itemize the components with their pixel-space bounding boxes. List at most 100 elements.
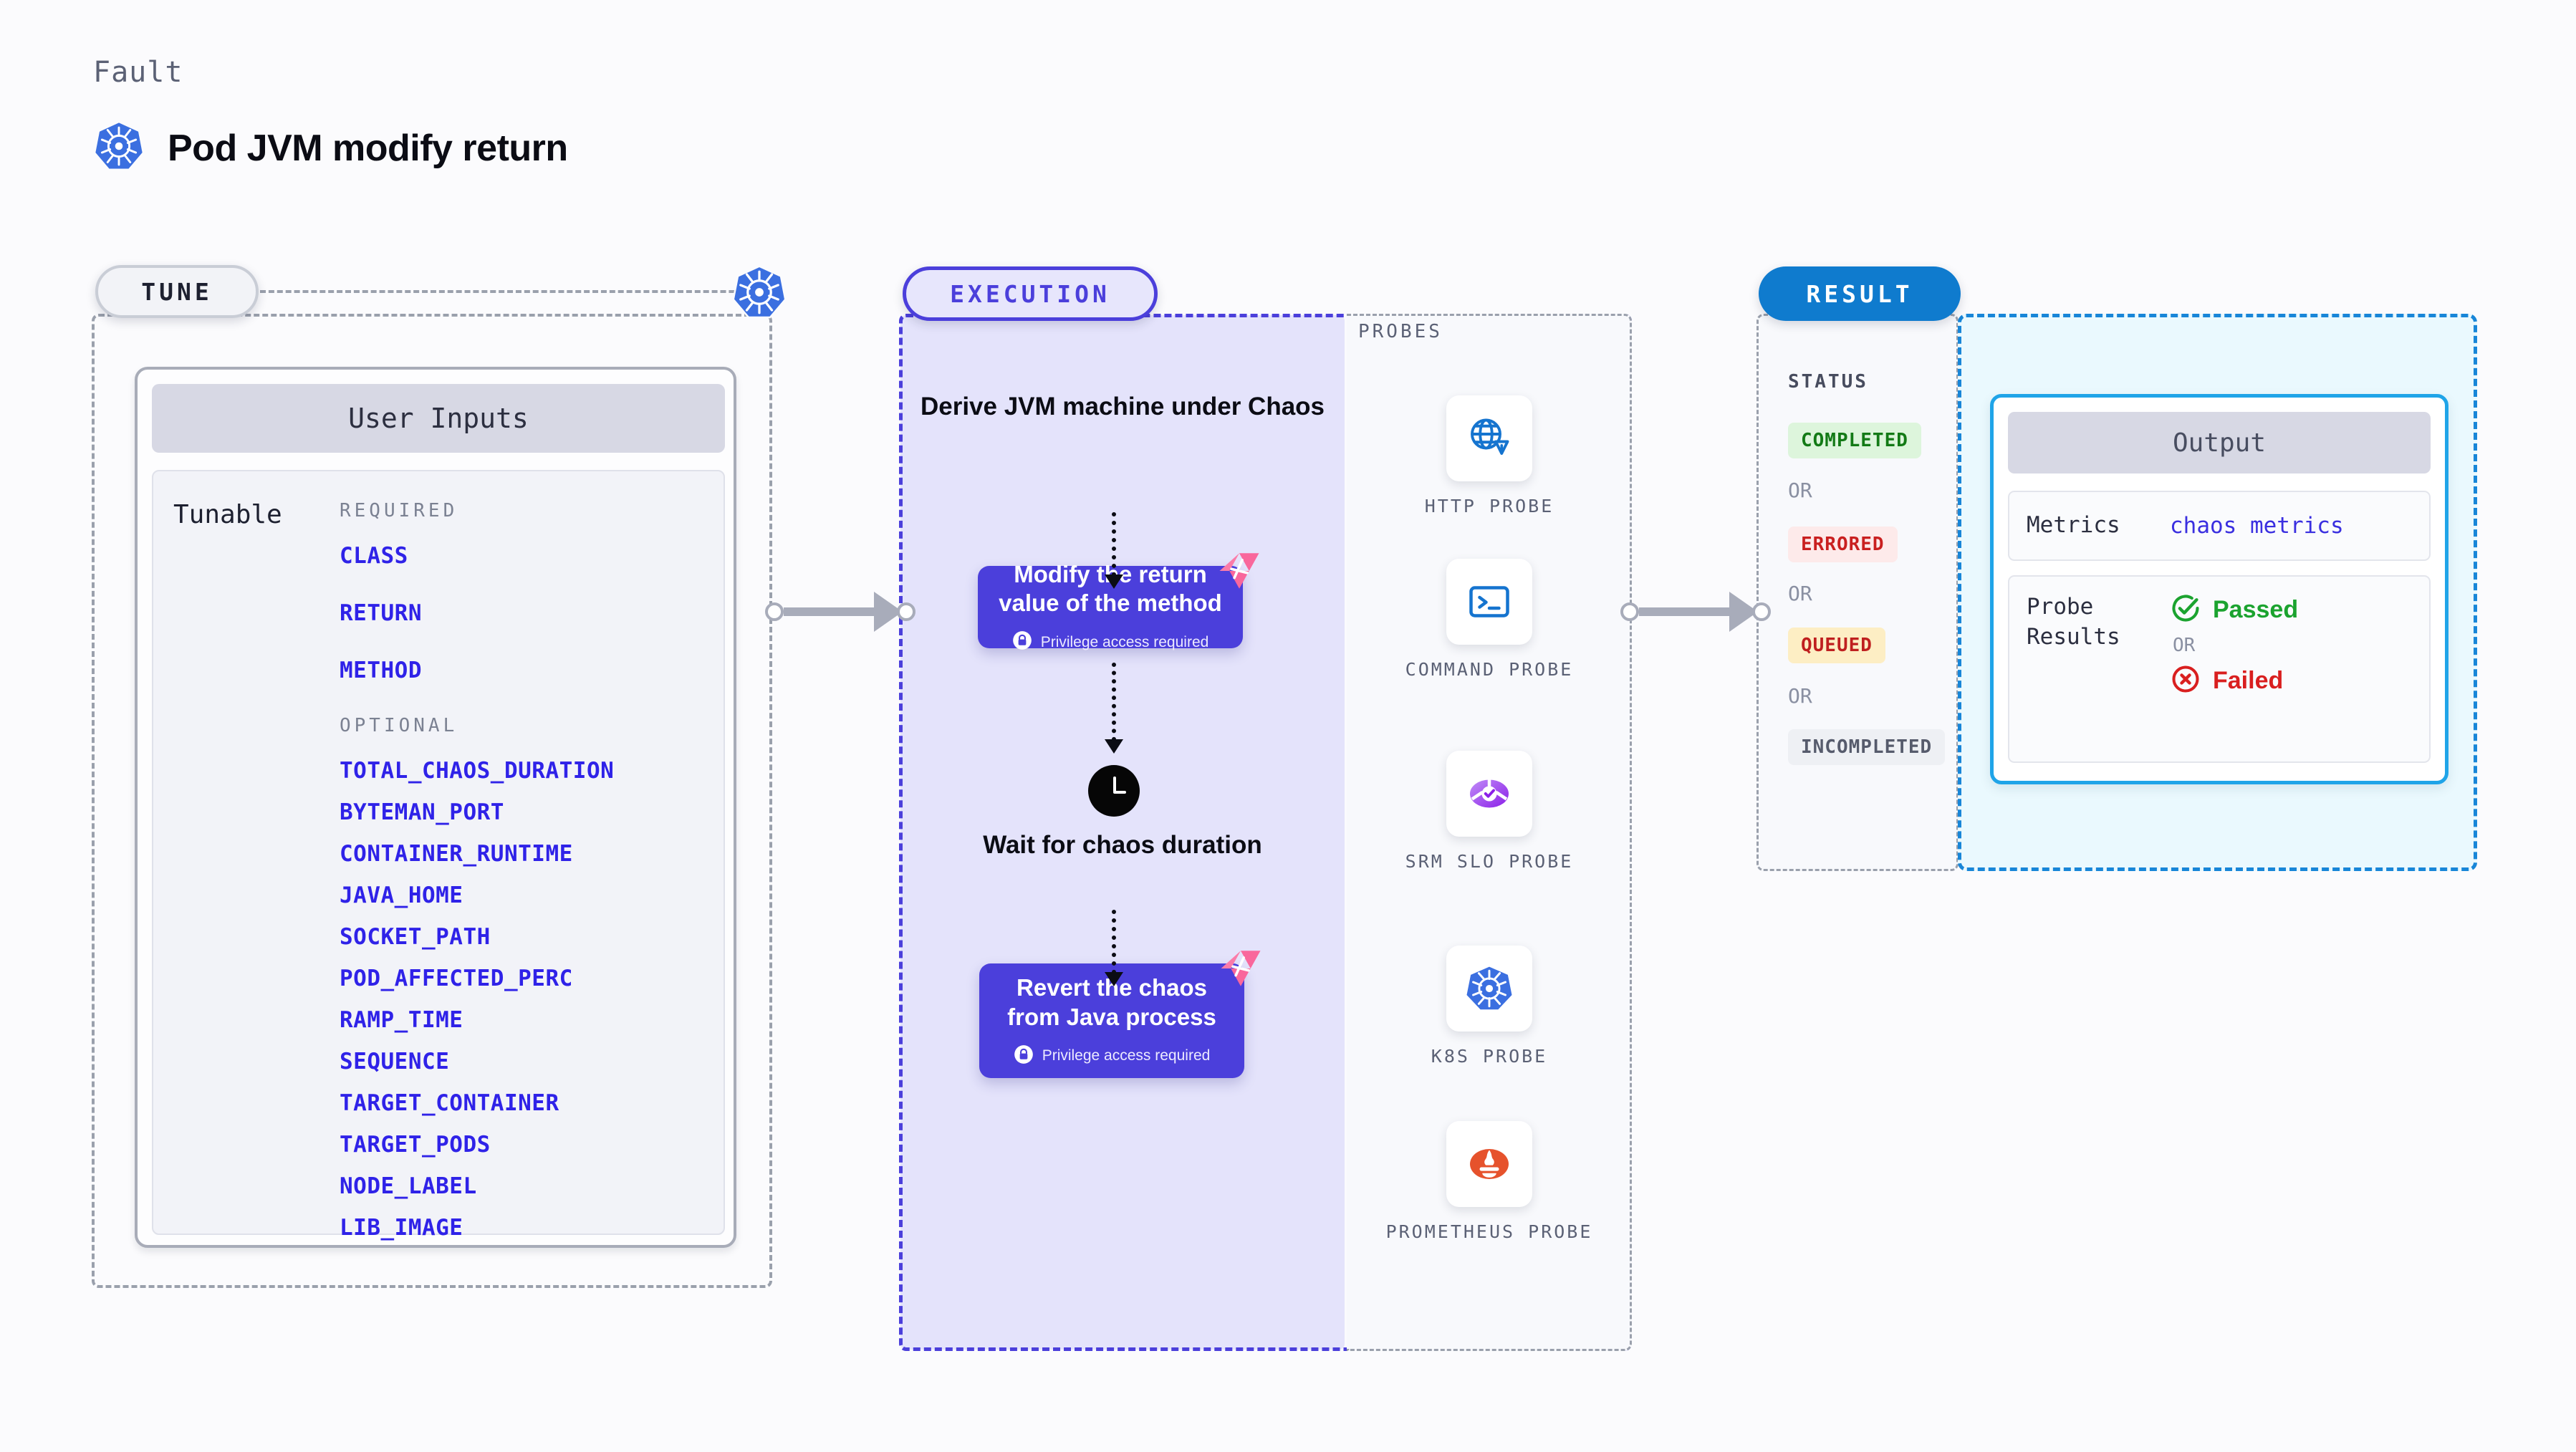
kubernetes-icon xyxy=(731,264,788,321)
parameter-item[interactable]: SOCKET_PATH xyxy=(340,924,491,950)
arrow-head xyxy=(1105,739,1123,754)
privilege-note: Privilege access required xyxy=(1014,1044,1211,1068)
required-parameter-list: CLASS RETURN METHOD xyxy=(340,543,724,683)
parameter-item[interactable]: SEQUENCE xyxy=(340,1049,450,1074)
connector-bar xyxy=(784,607,875,616)
result-pill[interactable]: RESULT xyxy=(1759,266,1961,321)
flow-connector-dotted xyxy=(1112,910,1116,974)
x-circle-icon xyxy=(2170,663,2201,698)
privilege-text: Privilege access required xyxy=(1040,633,1209,650)
action-card-title: Revert the chaos from Java process xyxy=(1007,974,1216,1030)
metrics-key: Metrics xyxy=(2027,512,2120,539)
page-title: Pod JVM modify return xyxy=(93,120,568,176)
arrow-head xyxy=(1105,574,1123,589)
kubernetes-icon xyxy=(93,120,145,176)
status-badge-queued: QUEUED xyxy=(1788,628,1885,663)
status-badge-completed: COMPLETED xyxy=(1788,423,1921,458)
parameter-item[interactable]: BYTEMAN_PORT xyxy=(340,799,504,825)
parameter-item[interactable]: LIB_IMAGE xyxy=(340,1215,463,1241)
user-inputs-header: User Inputs xyxy=(152,384,725,453)
clock-icon xyxy=(1088,765,1140,817)
arrow-head xyxy=(1105,972,1123,986)
parameter-item[interactable]: RETURN xyxy=(340,600,422,626)
parameter-item[interactable]: TARGET_PODS xyxy=(340,1132,491,1158)
output-row-probe-results: Probe Results Passed OR xyxy=(2008,575,2431,763)
parameter-item[interactable]: METHOD xyxy=(340,658,422,683)
tune-top-connector xyxy=(260,290,769,293)
metrics-value[interactable]: chaos metrics xyxy=(2170,513,2344,539)
parameter-item[interactable]: NODE_LABEL xyxy=(340,1173,477,1199)
status-badge-errored: ERRORED xyxy=(1788,527,1898,562)
probe-item-prometheus[interactable]: PROMETHEUS PROBE xyxy=(1347,1121,1632,1244)
result-status-panel xyxy=(1756,314,1959,871)
probe-result-failed: Failed xyxy=(2170,663,2298,698)
output-row-metrics: Metrics chaos metrics xyxy=(2008,491,2431,561)
probe-item-k8s[interactable]: K8S PROBE xyxy=(1347,946,1632,1069)
privilege-note: Privilege access required xyxy=(1012,630,1209,654)
litmus-flag-icon xyxy=(1216,547,1263,595)
output-card-header: Output xyxy=(2008,412,2431,473)
optional-parameter-list: TOTAL_CHAOS_DURATION BYTEMAN_PORT CONTAI… xyxy=(340,758,724,1241)
user-inputs-card: User Inputs Tunable REQUIRED CLASS RETUR… xyxy=(135,367,736,1248)
action-card-title: Modify the return value of the method xyxy=(999,560,1222,616)
page-title-text: Pod JVM modify return xyxy=(168,127,568,169)
optional-heading: OPTIONAL xyxy=(340,715,458,736)
flow-connector-dotted xyxy=(1112,512,1116,577)
or-label: OR xyxy=(1788,479,1812,502)
parameter-item[interactable]: JAVA_HOME xyxy=(340,883,463,908)
parameter-item[interactable]: TOTAL_CHAOS_DURATION xyxy=(340,758,615,784)
parameter-column: REQUIRED CLASS RETURN METHOD OPTIONAL TO… xyxy=(340,500,724,1241)
probes-heading: PROBES xyxy=(1358,321,1443,342)
probe-label: SRM SLO PROBE xyxy=(1405,851,1574,872)
or-label: OR xyxy=(1788,582,1812,605)
user-inputs-body: Tunable REQUIRED CLASS RETURN METHOD OPT… xyxy=(152,470,725,1241)
kubernetes-icon xyxy=(1446,946,1532,1032)
execution-pill[interactable]: EXECUTION xyxy=(903,266,1158,321)
tune-panel xyxy=(92,314,772,1288)
probe-label: COMMAND PROBE xyxy=(1405,659,1574,680)
probe-item-http[interactable]: HTTP PROBE xyxy=(1347,395,1632,519)
connector-dot xyxy=(765,602,784,621)
probe-results-key: Probe Results xyxy=(2027,594,2120,650)
connector-bar xyxy=(1639,607,1731,616)
check-circle-icon xyxy=(2170,592,2201,628)
lock-icon xyxy=(1012,630,1032,654)
status-badge-incompleted: INCOMPLETED xyxy=(1788,729,1946,765)
parameter-item[interactable]: CONTAINER_RUNTIME xyxy=(340,841,573,867)
probe-failed-label: Failed xyxy=(2213,667,2284,694)
execution-panel-fill xyxy=(900,315,1345,1350)
step-wait-chaos: Wait for chaos duration xyxy=(983,831,1262,859)
probe-label: K8S PROBE xyxy=(1431,1046,1548,1067)
parameter-item[interactable]: POD_AFFECTED_PERC xyxy=(340,966,573,991)
connector-dot xyxy=(1620,602,1639,621)
arrow-tune-to-execution xyxy=(765,592,915,632)
step-derive-jvm: Derive JVM machine under Chaos xyxy=(920,393,1325,420)
status-heading: STATUS xyxy=(1788,371,1868,393)
lock-icon xyxy=(1014,1044,1034,1068)
probe-label: PROMETHEUS PROBE xyxy=(1385,1221,1593,1242)
required-heading: REQUIRED xyxy=(340,500,458,521)
privilege-text: Privilege access required xyxy=(1042,1047,1211,1064)
or-label: OR xyxy=(1788,684,1812,708)
or-label: OR xyxy=(2173,635,2196,656)
parameter-item[interactable]: TARGET_CONTAINER xyxy=(340,1090,559,1116)
probe-passed-label: Passed xyxy=(2213,596,2299,623)
tune-pill[interactable]: TUNE xyxy=(95,265,259,318)
terminal-icon xyxy=(1446,559,1532,645)
output-card: Output Metrics chaos metrics Probe Resul… xyxy=(1990,394,2448,784)
fault-eyebrow: Fault xyxy=(93,56,183,89)
probe-label: HTTP PROBE xyxy=(1424,496,1554,516)
flow-connector-dotted xyxy=(1112,663,1116,741)
parameter-item[interactable]: CLASS xyxy=(340,543,408,569)
probe-item-command[interactable]: COMMAND PROBE xyxy=(1347,559,1632,682)
parameter-item[interactable]: RAMP_TIME xyxy=(340,1007,463,1033)
prometheus-icon xyxy=(1446,1121,1532,1207)
probe-result-passed: Passed xyxy=(2170,592,2298,628)
srm-slo-icon xyxy=(1446,751,1532,837)
globe-warning-icon xyxy=(1446,395,1532,481)
arrow-execution-to-result xyxy=(1620,592,1771,632)
probe-item-srm-slo[interactable]: SRM SLO PROBE xyxy=(1347,751,1632,874)
connector-dot xyxy=(897,602,915,621)
litmus-flag-icon xyxy=(1217,945,1264,992)
